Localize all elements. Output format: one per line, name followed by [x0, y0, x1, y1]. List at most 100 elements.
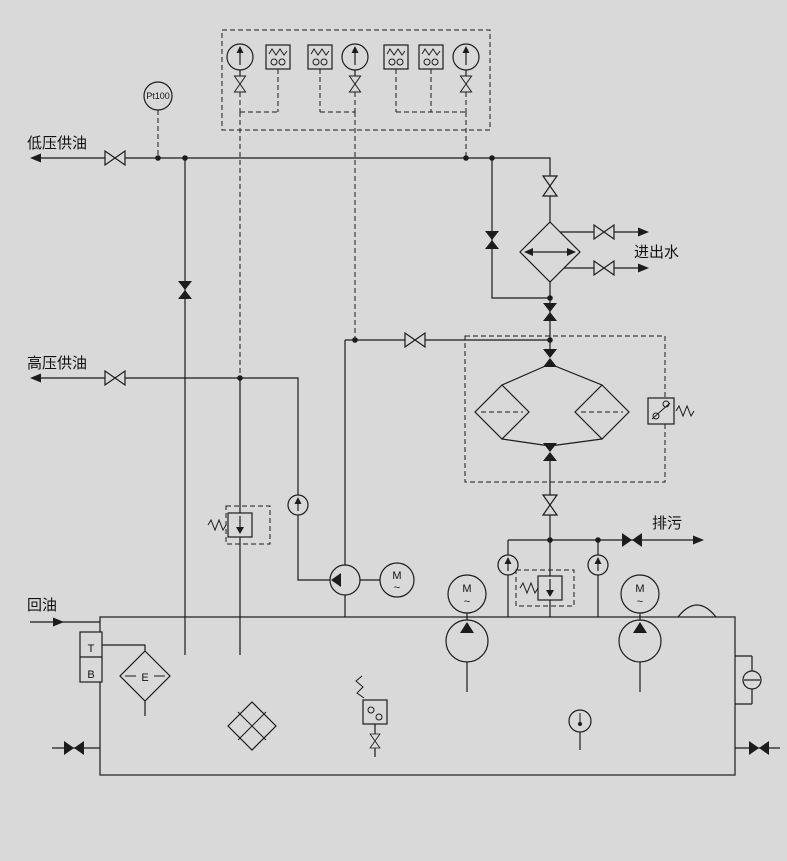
check-valve-icon — [587, 554, 609, 576]
breather-body — [362, 699, 388, 725]
shutoff-valve-closed-icon — [178, 281, 192, 299]
motor-label: M — [392, 570, 401, 582]
motor-pump-unit-3: M ~ — [618, 574, 662, 692]
breather-port-icon — [367, 706, 375, 714]
bypass-valve-closed-icon — [485, 231, 499, 249]
junction-dot — [237, 375, 243, 381]
tb-cell-b-label: B — [87, 669, 94, 681]
pt100-sensor: Pt100 — [143, 81, 173, 158]
sensing-lines — [239, 69, 467, 378]
check-changeover-icon — [543, 303, 557, 321]
water-in-out-label: 进出水 — [634, 244, 679, 261]
level-gauge — [735, 655, 762, 705]
pressure-switch-icon — [383, 44, 409, 70]
junction-dot — [547, 337, 553, 343]
instrument-panel — [221, 29, 491, 378]
relief-valve-envelope — [515, 569, 575, 607]
thermometer — [568, 709, 592, 750]
drain-label: 排污 — [652, 515, 682, 532]
junction-dot — [547, 537, 553, 543]
pipe — [102, 644, 146, 716]
pressure-gauge-icon — [341, 43, 369, 71]
pump-flow-triangle-icon — [460, 622, 474, 633]
low-pressure-supply-label: 低压供油 — [27, 135, 87, 152]
pipe — [491, 158, 550, 299]
motor-1 — [379, 562, 415, 598]
pump-flow-triangle-icon — [331, 573, 341, 587]
motor-pump-unit-2: M ~ — [445, 574, 489, 692]
return-filter: E — [102, 644, 171, 716]
lp-isolation-valve-icon — [104, 150, 126, 166]
pressure-switch-icon — [307, 44, 333, 70]
tank-drain-valve-right-icon — [749, 741, 769, 755]
junction-dot — [155, 155, 161, 161]
breather-valve-icon — [369, 733, 381, 749]
circulation-valve-icon — [404, 332, 426, 348]
indicator-port-icon — [652, 412, 660, 420]
cooler-bypass — [485, 158, 550, 299]
thermometer-pivot-icon — [578, 722, 582, 726]
pt100-label: Pt100 — [146, 91, 170, 101]
cooler-inlet-valve-icon — [542, 175, 558, 197]
cooler-arrow-right-icon — [567, 248, 576, 256]
heat-exchanger: 进出水 — [519, 221, 679, 283]
check-valve-icon — [497, 554, 519, 576]
junction-dot — [595, 537, 601, 543]
motor-phase-label: ~ — [394, 582, 400, 594]
pump-discharge-branches — [497, 540, 609, 617]
water-out-arrow-icon — [638, 227, 649, 237]
return-arrow-icon — [53, 617, 64, 627]
water-valve-icon — [593, 224, 615, 240]
water-valve-icon — [593, 260, 615, 276]
pressure-gauge-icon — [452, 43, 480, 71]
tank-drain-valve-left-icon — [64, 741, 84, 755]
oil-tank — [99, 604, 736, 776]
pressure-switch-icon — [418, 44, 444, 70]
gauge-stems — [239, 70, 467, 76]
tank-body — [99, 616, 736, 776]
oil-return-label: 回油 — [27, 597, 57, 614]
oil-return-line: 回油 T B — [27, 597, 103, 683]
cooler-arrow-left-icon — [524, 248, 533, 256]
spring-icon — [519, 582, 539, 594]
breather-port-icon — [375, 713, 383, 721]
filter-body — [119, 650, 171, 702]
junction-dot — [547, 295, 553, 301]
lp-dump-branch — [178, 158, 192, 655]
pipe — [38, 157, 551, 222]
hp-pump-unit: M ~ — [329, 332, 550, 617]
pipe — [507, 540, 599, 617]
drain-header: 排污 — [508, 515, 704, 547]
vent-icon — [677, 604, 717, 618]
diffuser-cross-icon — [237, 711, 267, 741]
filter-element-label: E — [141, 672, 148, 684]
pipe — [344, 339, 550, 617]
spring-icon — [355, 675, 365, 699]
motor-label: M — [462, 583, 471, 595]
gauge-isolation-valve-icon — [348, 75, 362, 93]
drain-arrow-icon — [693, 535, 704, 545]
hp-isolation-valve-icon — [104, 370, 126, 386]
pressure-gauge-icon — [226, 43, 254, 71]
filter-outlet-valve-icon — [542, 494, 558, 516]
check-valve-icon — [287, 494, 309, 516]
motor-phase-label: ~ — [464, 596, 470, 608]
pressure-switch-icon — [265, 44, 291, 70]
high-pressure-supply-label: 高压供油 — [27, 355, 87, 372]
changeover-valve-top-icon — [543, 349, 557, 367]
junction-dot — [182, 155, 188, 161]
relief-flow-arrow-icon — [236, 527, 244, 534]
air-breather — [355, 675, 388, 757]
indicator-pointer — [651, 402, 671, 420]
motor-phase-label: ~ — [637, 596, 643, 608]
low-pressure-supply-line: 低压供油 — [27, 135, 558, 222]
pump-1 — [329, 564, 361, 596]
tb-cell-t-label: T — [88, 643, 95, 655]
tank-drain-valves — [52, 741, 780, 755]
high-pressure-supply-line: 高压供油 — [27, 355, 330, 581]
gauge-isolation-valve-icon — [459, 75, 473, 93]
water-in-arrow-icon — [638, 263, 649, 273]
spring-icon — [207, 519, 227, 531]
